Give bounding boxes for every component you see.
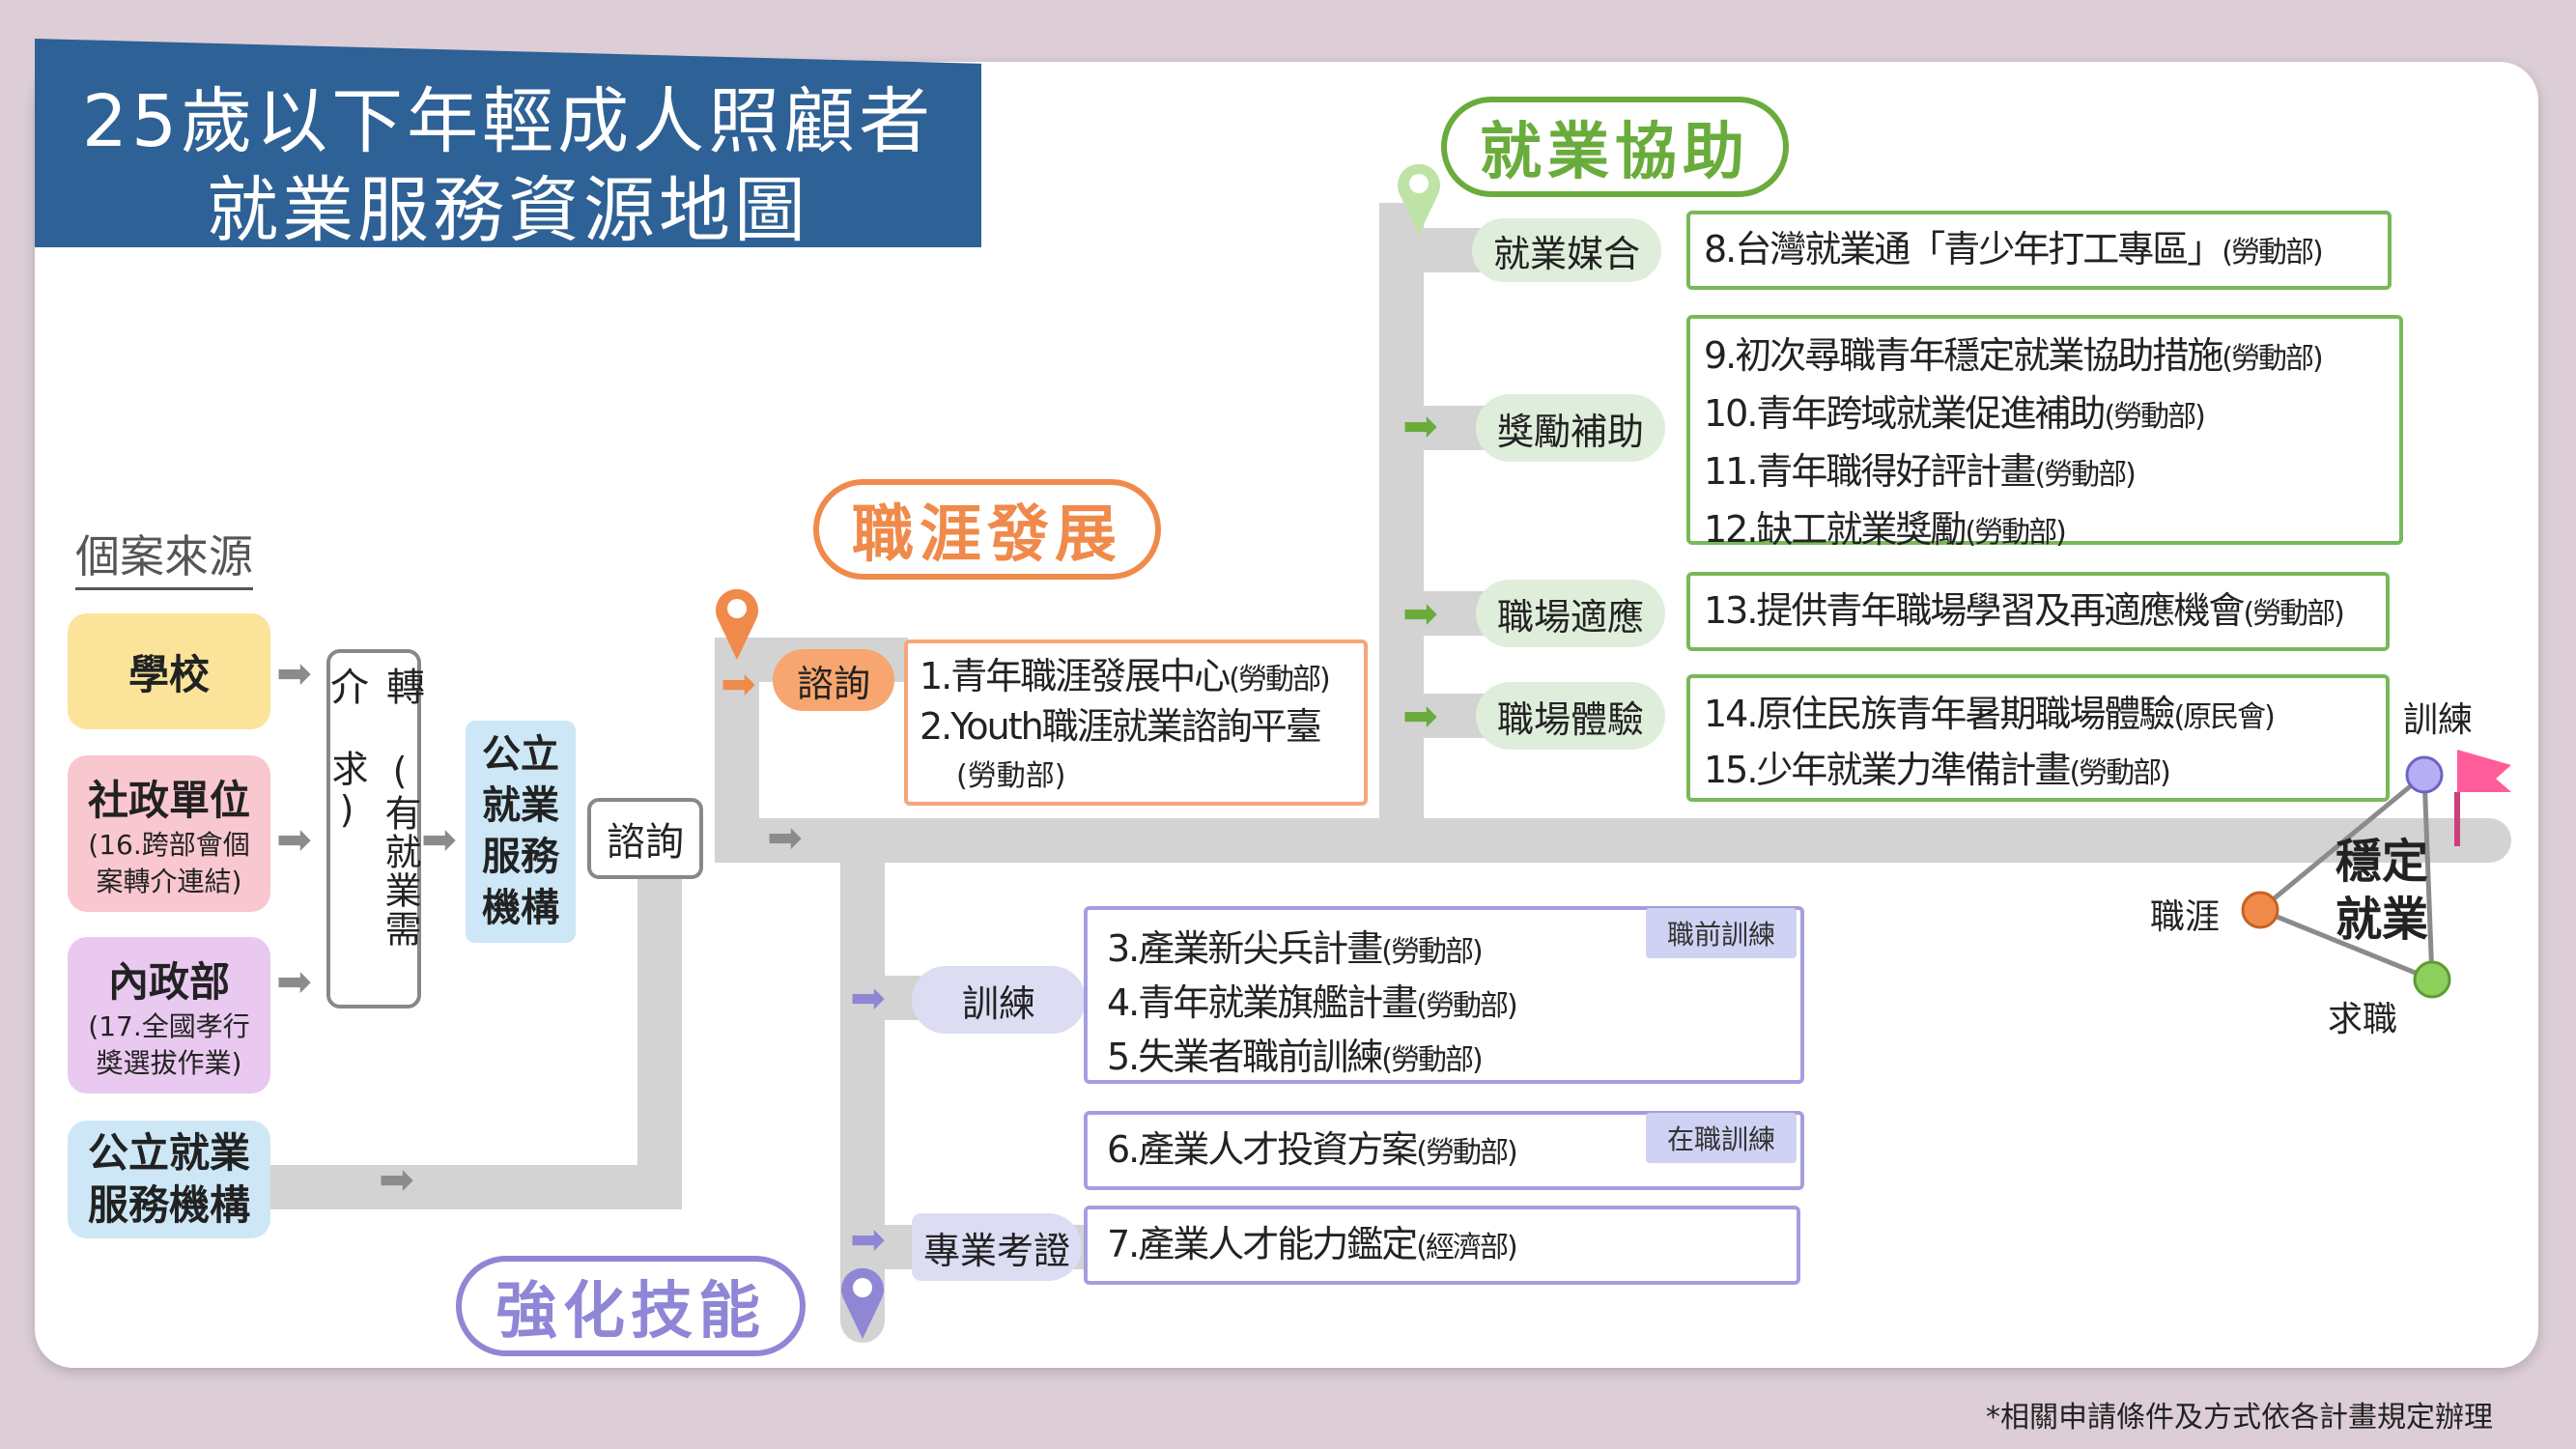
footnote: *相關申請條件及方式依各計畫規定辦理 (1986, 1401, 2493, 1435)
employment-pin-icon (1395, 159, 1443, 241)
employment-item-9: 9.初次尋職青年穩定就業協助措施(勞動部) (1704, 334, 2324, 377)
career-consult-pill: 諮詢 (773, 649, 894, 711)
source-interior: 內政部 (17.全國孝行獎選拔作業) (68, 937, 270, 1094)
career-item-2-org: (勞動部) (956, 759, 1066, 793)
employment-item-15: 15.少年就業力準備計畫(勞動部) (1704, 749, 2171, 791)
skills-item-3: 3.產業新尖兵計畫(勞動部) (1107, 927, 1484, 970)
employment-box-matching: 8.台灣就業通「青少年打工專區」(勞動部) (1686, 211, 2392, 290)
employment-box-experience: 14.原住民族青年暑期職場體驗(原民會) 15.少年就業力準備計畫(勞動部) (1686, 674, 2390, 802)
arrow-training: ➡ (850, 974, 886, 1023)
goal-triangle (2222, 734, 2511, 1028)
sources-heading: 個案來源 (75, 522, 253, 590)
career-item-1: 1.青年職涯發展中心(勞動部) (920, 655, 1331, 697)
employment-box-subsidy: 9.初次尋職青年穩定就業協助措施(勞動部) 10.青年跨域就業促進補助(勞動部)… (1686, 315, 2403, 551)
category-skills: 強化技能 (456, 1256, 806, 1356)
source-social: 社政單位 (16.跨部會個案轉介連結) (68, 755, 270, 912)
career-pin-icon (713, 584, 761, 666)
source-agency: 公立就業服務機構 (68, 1121, 270, 1238)
arrow-cert: ➡ (850, 1215, 886, 1264)
goal-title: 穩定就業 (2335, 835, 2428, 947)
employment-item-10: 10.青年跨域就業促進補助(勞動部) (1704, 392, 2206, 435)
source-interior-title: 內政部 (107, 957, 230, 1006)
goal-career-label: 職涯 (2150, 897, 2221, 937)
employment-box-adapt: 13.提供青年職場學習及再適應機會(勞動部) (1686, 572, 2390, 651)
goal-training-label: 訓練 (2403, 700, 2474, 740)
skills-pin-icon (838, 1264, 887, 1345)
arrow-school: ➡ (276, 649, 312, 698)
arrow-main: ➡ (767, 813, 803, 863)
referral-note: (有就業需求) (326, 749, 421, 949)
road-agency-down (637, 869, 682, 1209)
employment-item-13: 13.提供青年職場學習及再適應機會(勞動部) (1704, 589, 2345, 632)
arrow-agency-source: ➡ (379, 1155, 414, 1205)
arrow-career: ➡ (721, 660, 756, 709)
consult-box: 諮詢 (587, 798, 703, 879)
title-banner: 25歲以下年輕成人照顧者 就業服務資源地圖 (35, 39, 981, 247)
skills-box-cert: 7.產業人才能力鑑定(經濟部) (1084, 1206, 1800, 1285)
tag-ontraining: 在職訓練 (1646, 1113, 1798, 1163)
source-school-title: 學校 (127, 650, 210, 698)
skills-item-6: 6.產業人才投資方案(勞動部) (1107, 1128, 1518, 1171)
source-interior-sub: (17.全國孝行獎選拔作業) (88, 1009, 250, 1079)
skills-item-7: 7.產業人才能力鑑定(經濟部) (1107, 1223, 1518, 1265)
arrow-referral: ➡ (421, 815, 457, 865)
source-agency-title: 公立就業服務機構 (87, 1129, 250, 1229)
road-main (715, 818, 2511, 863)
employment-item-14: 14.原住民族青年暑期職場體驗(原民會) (1704, 693, 2276, 735)
agency-label: 公立就業服務機構 (482, 732, 559, 930)
source-school: 學校 (68, 613, 270, 729)
arrow-social: ➡ (276, 815, 312, 865)
category-career: 職涯發展 (813, 479, 1161, 580)
arrow-interior: ➡ (276, 957, 312, 1007)
skills-pill-training: 訓練 (912, 966, 1086, 1034)
skills-item-5: 5.失業者職前訓練(勞動部) (1107, 1036, 1484, 1078)
skills-pill-cert: 專業考證 (912, 1213, 1082, 1281)
employment-pill-adapt: 職場適應 (1476, 580, 1665, 647)
category-employment: 就業協助 (1441, 97, 1789, 197)
agency-box: 公立就業服務機構 (466, 721, 576, 943)
referral-label: 轉介 (324, 667, 424, 707)
employment-item-12: 12.缺工就業獎勵(勞動部) (1704, 508, 2067, 551)
employment-pill-matching: 就業媒合 (1472, 218, 1661, 282)
source-social-sub: (16.跨部會個案轉介連結) (88, 828, 250, 897)
arrow-experience: ➡ (1402, 692, 1438, 741)
tag-pretraining: 職前訓練 (1646, 908, 1798, 958)
consult-label: 諮詢 (607, 820, 684, 865)
skills-item-4: 4.青年就業旗艦計畫(勞動部) (1107, 981, 1518, 1024)
goal-job-label: 求職 (2328, 1000, 2398, 1039)
career-box: 1.青年職涯發展中心(勞動部) 2.Youth職涯就業諮詢平臺 (勞動部) (904, 639, 1368, 806)
career-item-2: 2.Youth職涯就業諮詢平臺 (920, 705, 1322, 748)
employment-pill-experience: 職場體驗 (1476, 682, 1665, 750)
road-employment-trunk (1379, 203, 1424, 840)
employment-item-11: 11.青年職得好評計畫(勞動部) (1704, 450, 2137, 493)
arrow-subsidy: ➡ (1402, 402, 1438, 451)
title-line-2: 就業服務資源地圖 (207, 169, 809, 252)
employment-pill-subsidy: 獎勵補助 (1476, 394, 1665, 462)
road-agency-bottom (270, 1165, 682, 1209)
title-line-1: 25歲以下年輕成人照顧者 (81, 80, 935, 163)
employment-item-8: 8.台灣就業通「青少年打工專區」(勞動部) (1704, 228, 2324, 270)
source-social-title: 社政單位 (87, 776, 250, 824)
arrow-adapt: ➡ (1402, 589, 1438, 639)
referral-box: 轉介 (有就業需求) (324, 649, 424, 1009)
